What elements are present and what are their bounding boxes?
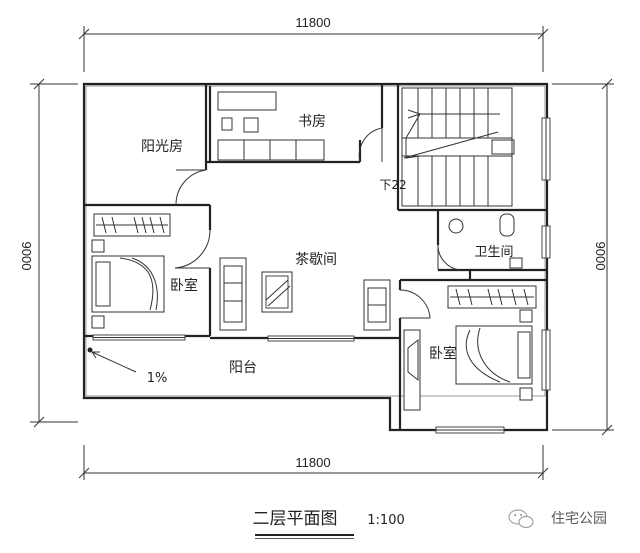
dim-top: 11800: [295, 15, 330, 30]
room-label-bedroom-left: 卧室: [170, 277, 198, 294]
dim-bottom: 11800: [295, 455, 330, 470]
room-label-tea-room: 茶歇间: [295, 252, 337, 268]
room-label-study: 书房: [298, 114, 326, 130]
stair-down-label: 下22: [379, 178, 406, 192]
drawing-scale: 1:100: [367, 513, 404, 528]
windows: [92, 117, 551, 434]
drawing-title: 二层平面图: [253, 509, 338, 529]
dim-right: 9000: [593, 242, 608, 271]
watermark-text: 住宅公园: [551, 511, 607, 527]
dim-left: 9000: [19, 242, 34, 271]
furniture: [87, 91, 537, 411]
room-label-sunroom: 阳光房: [141, 139, 183, 155]
wechat-icon: [508, 509, 534, 529]
doors: [174, 127, 461, 319]
room-label-bathroom: 卫生间: [474, 245, 513, 260]
room-label-bedroom-right: 卧室: [429, 345, 457, 362]
dimension-lines: [30, 26, 614, 480]
slope-label: 1%: [147, 371, 168, 386]
room-label-balcony: 阳台: [229, 360, 257, 376]
staircase: [401, 87, 515, 207]
